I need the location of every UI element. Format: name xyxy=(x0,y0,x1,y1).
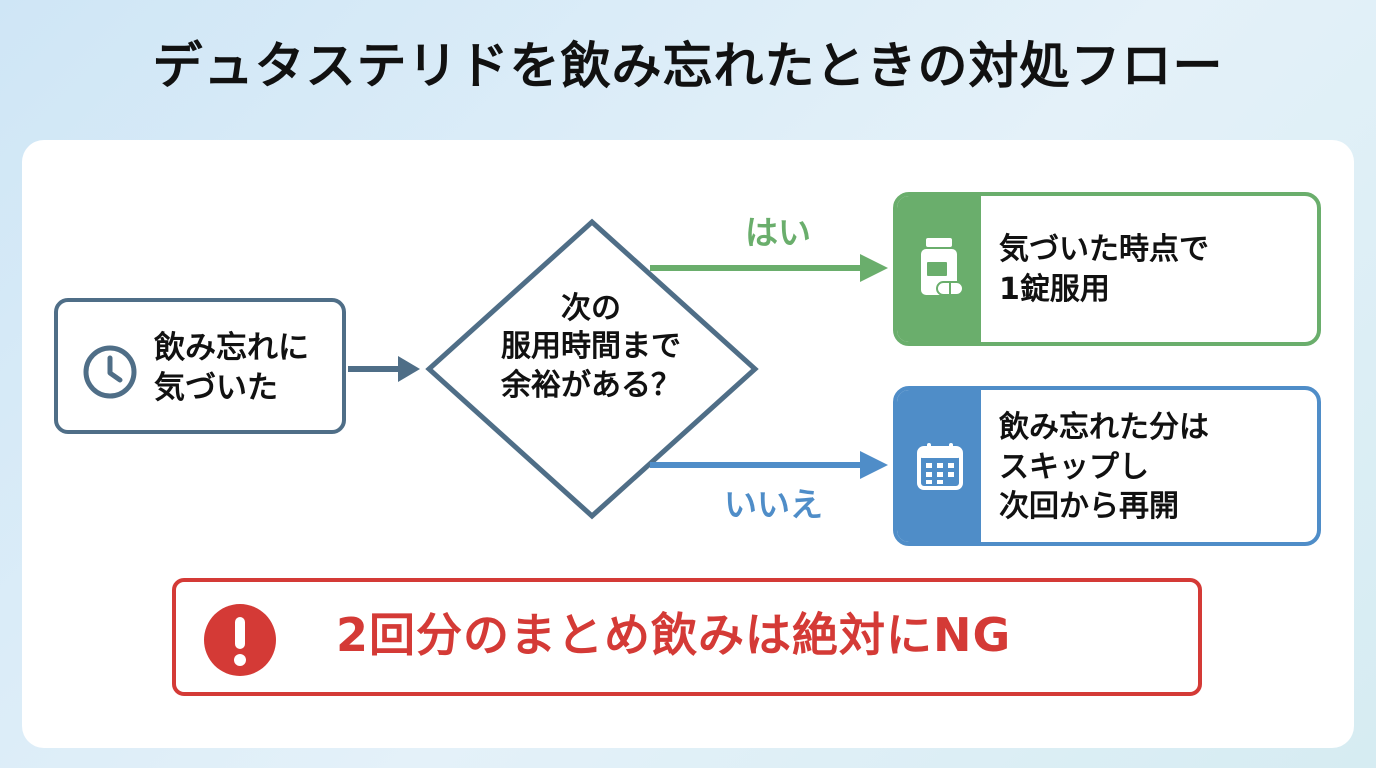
yes-label: はい xyxy=(745,213,811,252)
decision-line-1: 次の xyxy=(561,291,621,326)
start-node-label: 飲み忘れに 気づいた xyxy=(154,328,344,409)
yes-line-1: 気づいた時点で xyxy=(999,232,1209,267)
medicine-bottle-icon xyxy=(917,236,965,306)
decision-line-3: 余裕がある？ xyxy=(501,367,681,403)
arrow-no-head xyxy=(860,451,888,479)
no-label: いいえ xyxy=(724,485,823,524)
arrow-start-to-decision-head xyxy=(398,356,420,382)
decision-label: 次の 服用時間まで 余裕がある？ xyxy=(470,290,712,405)
yes-line-2: 1錠服用 xyxy=(999,271,1110,307)
yes-result-node: 気づいた時点で 1錠服用 xyxy=(893,192,1321,346)
start-line-2: 気づいた xyxy=(154,370,278,407)
arrow-yes-head xyxy=(860,254,888,282)
no-line-3: 次回から再開 xyxy=(999,489,1179,525)
no-result-node: 飲み忘れた分は スキップし 次回から再開 xyxy=(893,386,1321,546)
page-title: デュタステリドを飲み忘れたときの対処フロー xyxy=(152,37,1224,95)
decision-line-2: 服用時間まで xyxy=(501,329,681,365)
clock-icon xyxy=(80,342,140,406)
no-line-1: 飲み忘れた分は xyxy=(999,410,1209,445)
yes-result-label: 気づいた時点で 1錠服用 xyxy=(999,230,1209,309)
warning-banner: 2回分のまとめ飲みは絶対にNG xyxy=(172,578,1202,696)
start-line-1: 飲み忘れに xyxy=(154,330,309,366)
start-node: 飲み忘れに 気づいた xyxy=(54,298,346,434)
calendar-icon xyxy=(917,442,963,494)
no-result-label: 飲み忘れた分は スキップし 次回から再開 xyxy=(999,408,1209,527)
warning-text: 2回分のまとめ飲みは絶対にNG xyxy=(336,608,1012,662)
decision-diamond xyxy=(425,218,759,520)
no-line-2: スキップし xyxy=(999,449,1149,485)
exclamation-icon xyxy=(202,602,278,682)
